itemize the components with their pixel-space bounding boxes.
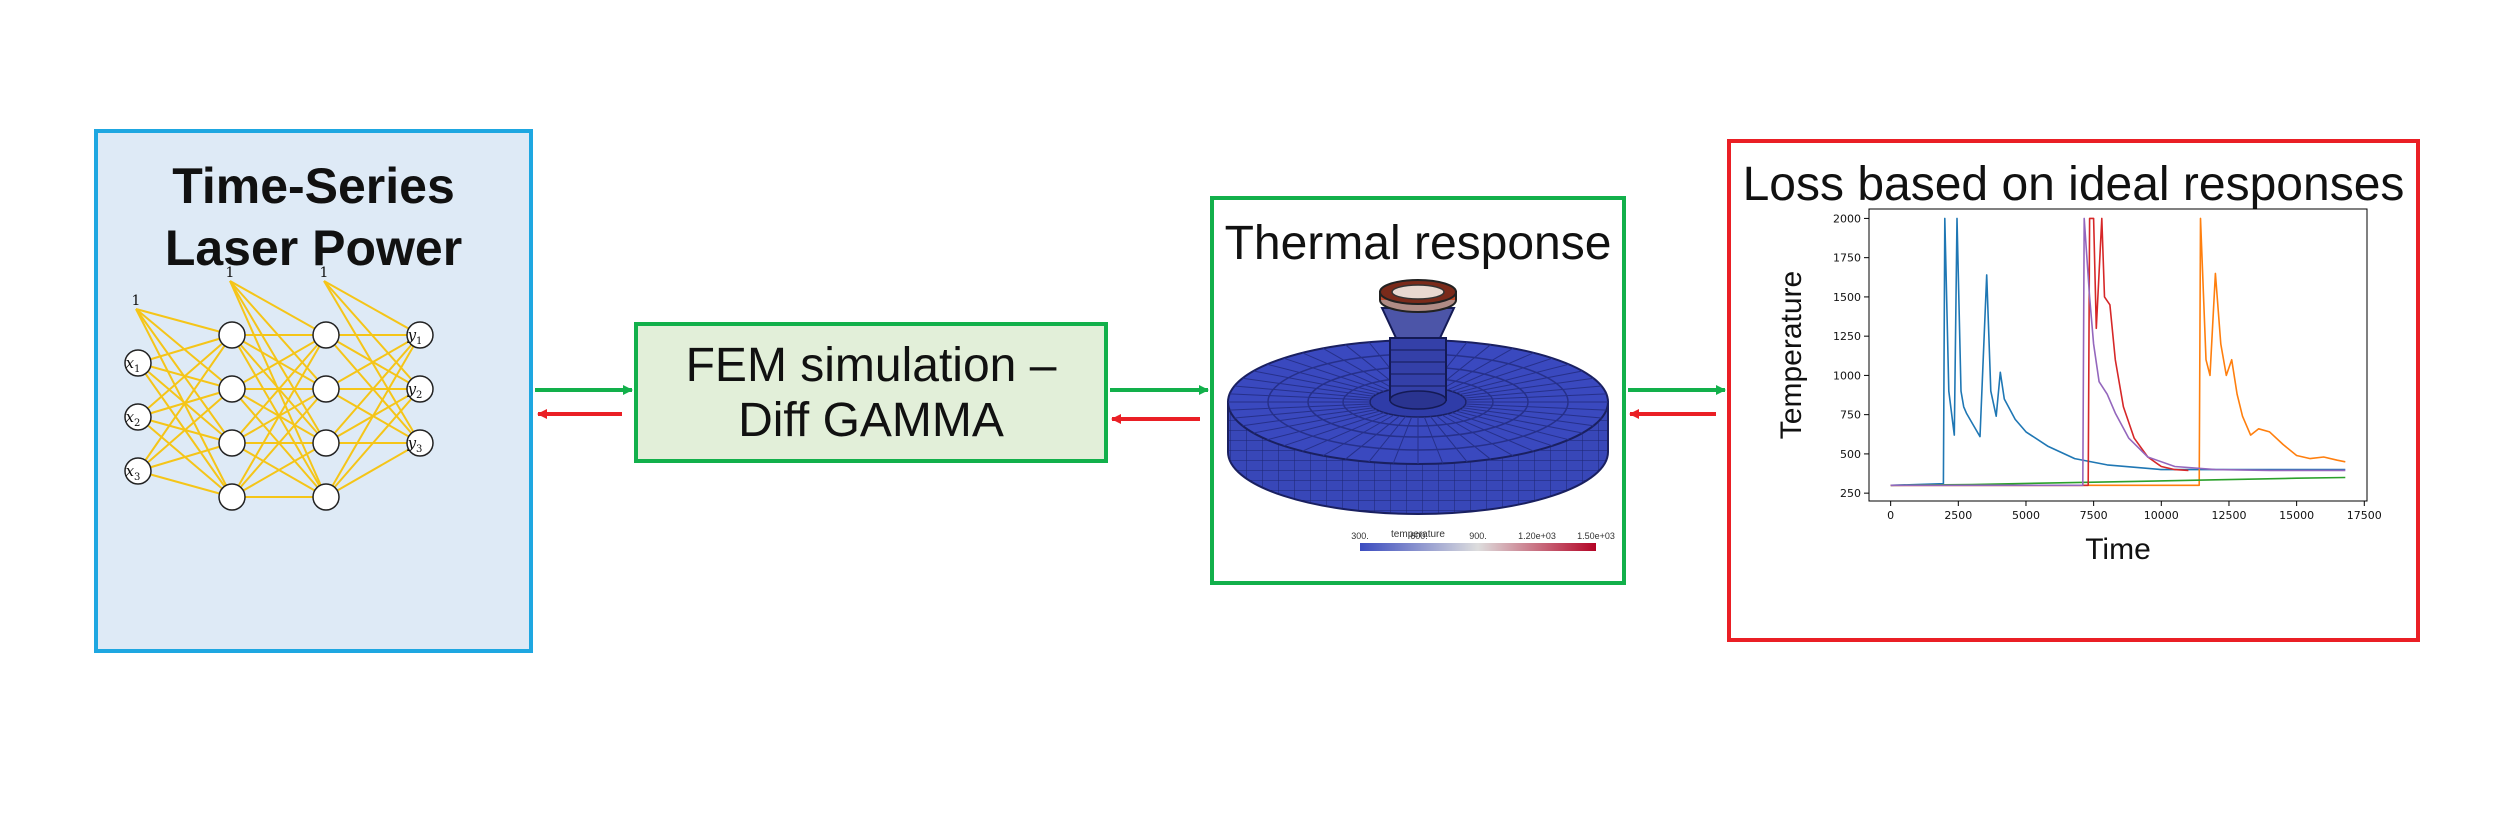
temperature-chart: 0 2500 5000 7500 10000 12500 15000 17500 250 500 7…	[1775, 208, 2382, 566]
nn-title-line2: Laser Power	[164, 220, 463, 276]
x-tick-label: 17500	[2347, 509, 2382, 522]
nn-edge	[229, 280, 327, 336]
thermal-mesh-render: temperature 300. 600. 900. 1.20e+03 1.50e+03	[1227, 279, 1615, 551]
nn-connections	[135, 280, 421, 498]
nn-hidden-node	[312, 321, 340, 349]
y-tick-label: 500	[1840, 448, 1861, 461]
colorbar-tick-label: 600.	[1410, 531, 1428, 541]
printed-part	[1379, 279, 1457, 410]
nn-hidden-node	[312, 483, 340, 511]
nn-edge	[135, 308, 233, 390]
y-axis-label: Temperature	[1775, 271, 1808, 439]
nn-hidden-node	[312, 429, 340, 457]
nn-edge	[325, 388, 421, 498]
nn-hidden-node	[218, 375, 246, 403]
nn-hidden-node	[218, 483, 246, 511]
chart-plot-area	[1868, 208, 2368, 502]
colorbar-tick-label: 300.	[1351, 531, 1369, 541]
y-tick-label: 1750	[1833, 252, 1861, 265]
x-tick-label: 0	[1887, 509, 1894, 522]
colorbar-gradient	[1360, 543, 1596, 551]
nn-hidden-node	[218, 429, 246, 457]
x-tick-label: 5000	[2012, 509, 2040, 522]
nn-edge	[323, 280, 421, 444]
nn-edge	[135, 308, 233, 444]
series-line-2	[1890, 217, 2346, 487]
nn-edge	[229, 280, 327, 444]
nn-hidden-node	[218, 321, 246, 349]
thermal-response-panel: Thermal response	[1210, 196, 1626, 585]
nn-input-node	[124, 403, 152, 431]
colorbar-tick-label: 1.20e+03	[1518, 531, 1556, 541]
loss-panel-title: Loss based on ideal responses	[1742, 158, 2405, 211]
y-tick-label: 1000	[1833, 369, 1861, 382]
nn-output-node	[406, 321, 434, 349]
y-tick-label: 1250	[1833, 330, 1861, 343]
y-tick-label: 1500	[1833, 291, 1861, 304]
nn-title-line1: Time-Series	[172, 158, 455, 214]
nn-edge	[231, 442, 327, 498]
x-tick-label: 15000	[2279, 509, 2314, 522]
nn-edge	[137, 442, 233, 472]
series-line-5	[1890, 217, 2346, 487]
nn-edge	[231, 334, 327, 498]
x-tick-label: 12500	[2211, 509, 2246, 522]
nn-panel-title: Time-Series Laser Power	[98, 155, 529, 279]
x-axis-label: Time	[2085, 533, 2151, 566]
nn-edge	[137, 388, 233, 472]
x-tick-label: 10000	[2144, 509, 2179, 522]
nn-edge	[135, 308, 233, 498]
nn-hidden-node	[312, 375, 340, 403]
series-line-1	[1890, 217, 2346, 487]
nn-bias-label: 1	[132, 293, 141, 309]
series-line-4	[1890, 217, 2189, 487]
loss-panel: Loss based on ideal responses 0 2500 5000 7…	[1727, 139, 2420, 642]
nn-edge	[325, 334, 421, 498]
nn-input-node	[124, 457, 152, 485]
y-tick-label: 750	[1840, 409, 1861, 422]
nn-edge	[229, 280, 327, 498]
nn-input-node	[124, 349, 152, 377]
y-tick-label: 2000	[1833, 212, 1861, 225]
temperature-colorbar: temperature 300. 600. 900. 1.20e+03 1.50e+03	[1351, 529, 1615, 551]
thermal-response-title: Thermal response	[1224, 217, 1612, 270]
x-tick-label: 2500	[1944, 509, 1972, 522]
nn-edge	[135, 308, 233, 336]
nn-edge	[323, 280, 421, 390]
colorbar-tick-label: 900.	[1469, 531, 1487, 541]
nn-bias-label: 1	[226, 265, 235, 281]
colorbar-tick-label: 1.50e+03	[1577, 531, 1615, 541]
nn-edge	[325, 442, 421, 498]
fem-simulation-box: FEM simulation – Diff GAMMA	[634, 322, 1108, 463]
nn-edge	[231, 388, 327, 498]
nn-edge	[137, 470, 233, 498]
nn-output-node	[406, 375, 434, 403]
y-tick-label: 250	[1840, 487, 1861, 500]
fem-simulation-label: FEM simulation – Diff GAMMA	[685, 338, 1057, 447]
x-tick-label: 7500	[2080, 509, 2108, 522]
nn-edge	[325, 334, 421, 444]
colorbar-title: temperature	[1391, 529, 1445, 540]
nn-edge	[323, 280, 421, 336]
nn-bias-label: 1	[320, 265, 329, 281]
nn-edge	[229, 280, 327, 390]
nn-output-node	[406, 429, 434, 457]
